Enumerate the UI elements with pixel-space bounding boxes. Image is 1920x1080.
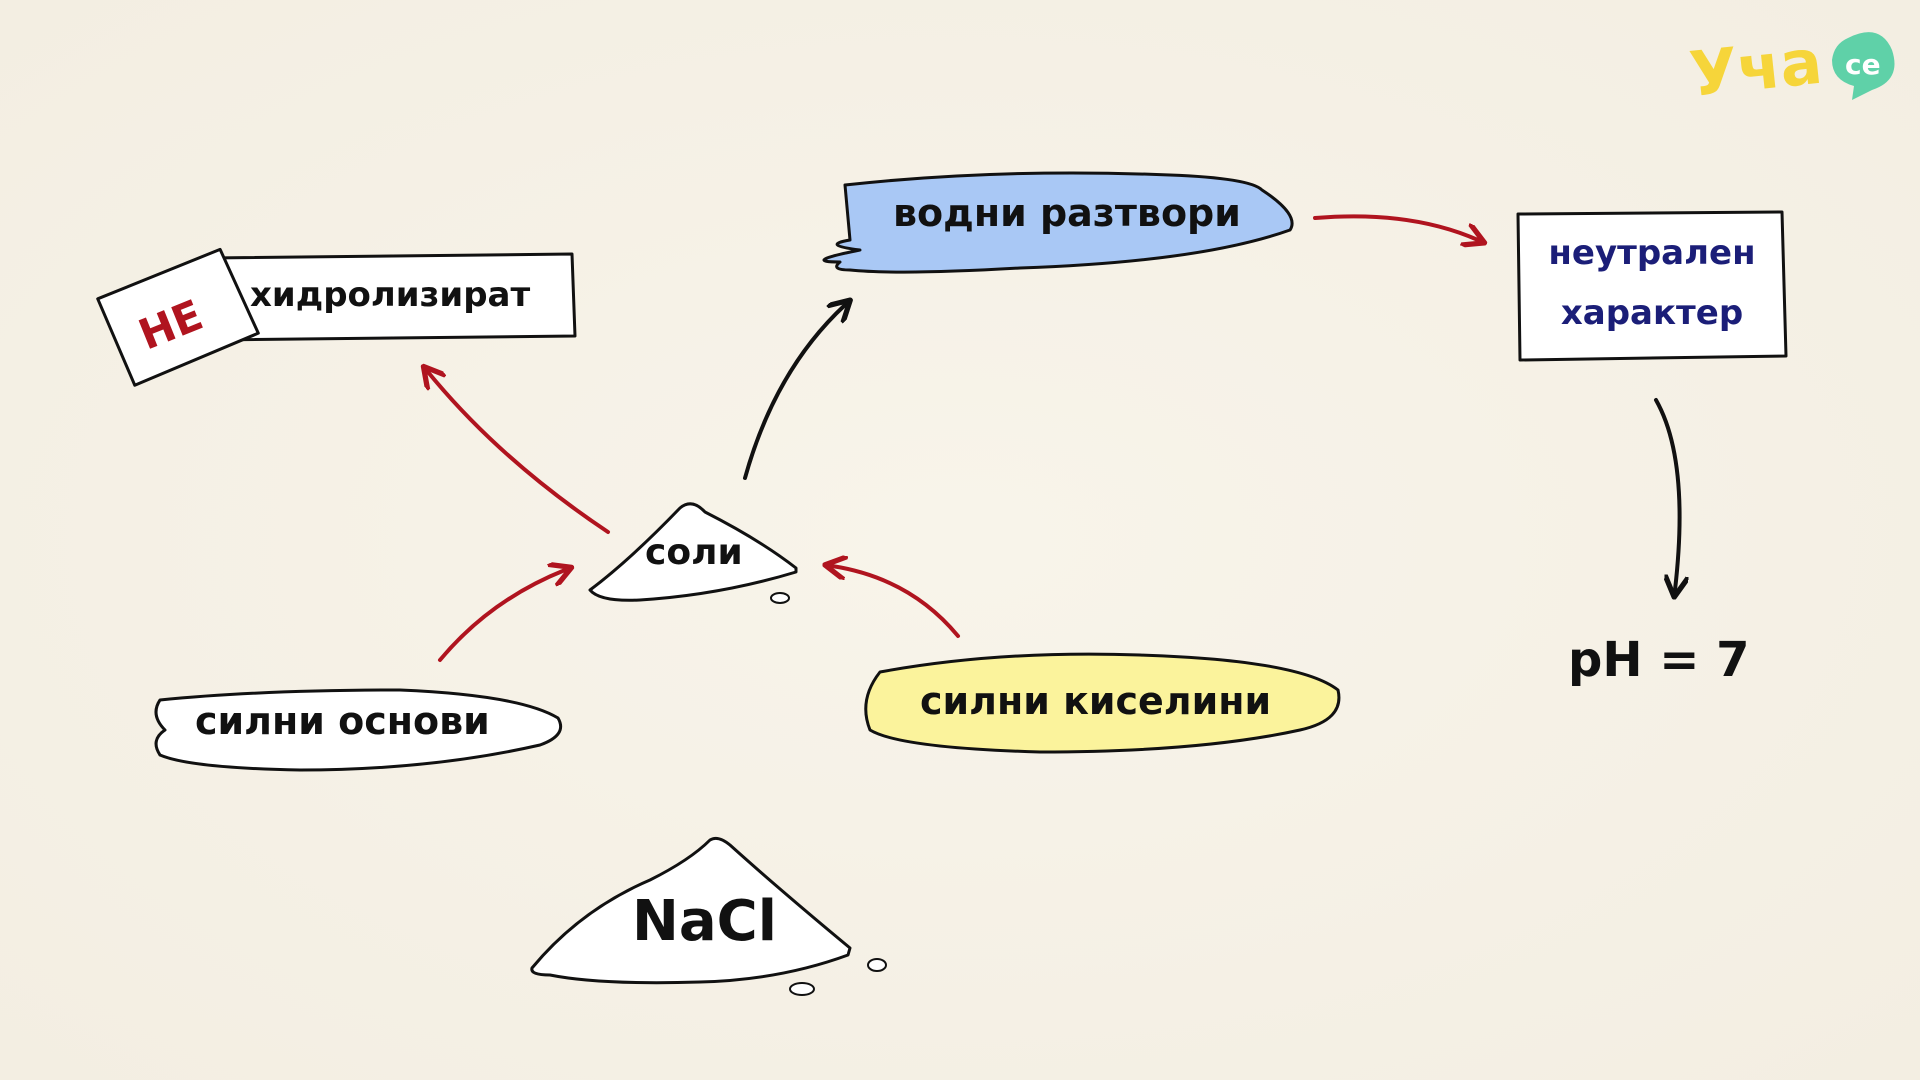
ucha-se-logo: Уча се <box>1686 25 1895 111</box>
neutral-label-line1: неутрален <box>1548 233 1755 273</box>
not-hydrolyze-box: хидролизират НЕ <box>96 247 577 387</box>
ph-label: pH = 7 <box>1568 632 1750 688</box>
salts-pile: соли <box>588 502 798 604</box>
acids-cloud-shape <box>864 652 1341 754</box>
salts-crumb <box>770 592 790 604</box>
bases-cloud-shape <box>154 688 563 772</box>
strong-acids-label: силни киселини <box>920 679 1271 723</box>
arrow-aqueous-to-neutral <box>1313 214 1478 240</box>
hydrolyze-label: хидролизират <box>250 275 530 315</box>
salts-label: соли <box>645 532 743 573</box>
nacl-pile: NaCl <box>530 836 887 996</box>
blue-cloud-shape <box>822 171 1294 274</box>
strong-bases-label: силни основи <box>195 699 490 743</box>
nacl-label: NaCl <box>632 889 777 954</box>
not-tag: НЕ <box>96 247 260 387</box>
neutral-character-box: неутрален характер <box>1516 210 1788 362</box>
nacl-crumb-2 <box>789 982 815 996</box>
nacl-pile-shape <box>530 836 852 985</box>
arrow-neutral-to-ph <box>1654 398 1680 590</box>
nacl-crumb-1 <box>867 958 887 972</box>
not-tag-shape <box>96 247 260 387</box>
aqueous-solutions-label: водни разтвори <box>893 191 1241 235</box>
salts-pile-shape <box>588 502 798 602</box>
neutral-box-shape <box>1516 210 1788 362</box>
logo-badge-shape <box>1832 32 1895 100</box>
arrow-acids-to-salts <box>832 566 960 638</box>
strong-acids-cloud: силни киселини <box>864 652 1341 754</box>
arrow-salts-to-not-hydrolyze <box>428 372 610 534</box>
logo-text: Уча <box>1686 25 1825 111</box>
strong-bases-cloud: силни основи <box>154 688 563 772</box>
arrow-salts-to-aqueous-solutions <box>743 305 845 480</box>
aqueous-solutions-cloud: водни разтвори <box>822 171 1294 274</box>
neutral-label-line2: характер <box>1561 293 1743 333</box>
logo-badge-text: се <box>1845 48 1881 81</box>
arrow-bases-to-salts <box>438 570 565 662</box>
